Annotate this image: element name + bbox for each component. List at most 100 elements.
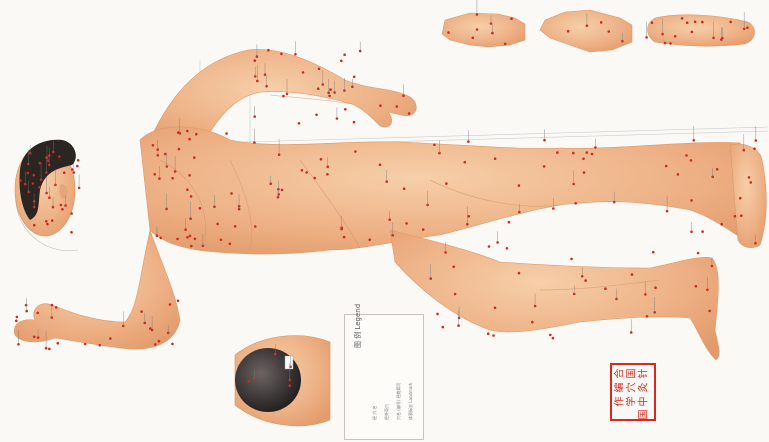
acupoint-dot (190, 245, 193, 248)
acupoint-dot (508, 221, 511, 224)
acupoint-dot (38, 186, 41, 189)
acupoint-dot (353, 121, 356, 124)
acupoint-dot (686, 21, 689, 24)
acupoint-dot (33, 336, 36, 339)
acupoint-dot (164, 153, 167, 156)
acupoint-dot (16, 316, 19, 319)
acupoint-dot (178, 148, 181, 151)
acupoint-dot (549, 334, 552, 337)
acupoint-dot (169, 303, 172, 306)
acupoint-dot (254, 59, 257, 62)
acupoint-dot (326, 173, 329, 176)
acupoint-dot (277, 188, 280, 191)
acupoint-dot (318, 68, 321, 71)
acupoint-dot (494, 307, 497, 310)
acupoint-dot (195, 133, 198, 136)
acupoint-dot (302, 71, 305, 74)
acupoint-dot (422, 228, 425, 231)
acupoint-dot (379, 163, 382, 166)
red-seal-stamp: 合 编 作 国 穴 学 针 灸 中 国 (610, 363, 656, 421)
acupoint-dot (504, 43, 507, 46)
acupoint-dot (77, 159, 80, 162)
acupoint-dot (190, 195, 193, 198)
acupoint-dot (591, 153, 594, 156)
acupoint-dot (188, 138, 191, 141)
acupoint-dot (631, 273, 634, 276)
acupoint-dot (433, 143, 436, 146)
acupoint-dot (492, 334, 495, 337)
acupoint-dot (543, 165, 546, 168)
acupoint-dot (186, 130, 189, 133)
acupoint-dot (194, 238, 197, 241)
acupoint-dot (189, 235, 192, 238)
acupoint-dot (234, 225, 237, 228)
acupoint-dot (343, 236, 346, 239)
acupoint-dot (63, 171, 66, 174)
acupoint-dot (45, 220, 48, 223)
acupoint-dot (510, 17, 513, 20)
acupoint-dot (572, 152, 575, 155)
acupoint-dot (220, 239, 223, 242)
acupoint-dot (36, 312, 39, 315)
acupoint-dot (669, 42, 672, 45)
acupoint-dot (750, 181, 753, 184)
acupoint-dot (574, 202, 577, 205)
acupoint-dot (340, 60, 343, 63)
acupoint-dot (608, 30, 611, 33)
acupoint-dot (405, 222, 408, 225)
acupoint-dot (654, 286, 657, 289)
legend-line-4: 体表标志 Landmark (408, 383, 414, 420)
acupoint-dot (436, 313, 439, 316)
stamp-char-7: 针 (638, 369, 651, 379)
acupoint-dot (468, 215, 471, 218)
acupoint-dot (586, 151, 589, 154)
acupoint-dot (188, 174, 191, 177)
acupoint-dot (734, 215, 737, 218)
stamp-char-8: 灸 (638, 383, 651, 393)
lower-arm (14, 230, 180, 349)
acupoint-dot (665, 165, 668, 168)
stamp-char-10: 国 (638, 410, 651, 420)
acupoint-dot (584, 279, 587, 282)
acupoint-dot (344, 108, 347, 111)
acupoint-dot (282, 95, 285, 98)
acupoint-dot (472, 37, 475, 40)
acupoint-dot (454, 293, 457, 296)
acupoint-dot (685, 154, 688, 157)
acupoint-dot (27, 172, 30, 175)
acupoint-dot (328, 95, 331, 98)
acupoint-dot (98, 344, 101, 347)
acupoint-dot (690, 199, 693, 202)
torso (140, 127, 760, 254)
acupoint-dot (329, 88, 332, 91)
acupoint-dot (149, 327, 152, 330)
acupoint-dot (674, 35, 677, 38)
acupoint-dot (708, 310, 711, 313)
acupoint-dot (506, 247, 509, 250)
acupoint-dot (177, 300, 180, 303)
acupoint-dot (288, 384, 291, 387)
acupoint-dot (313, 177, 316, 180)
acupoint-dot (229, 243, 232, 246)
acupoint-dot (552, 337, 555, 340)
acupoint-dot (447, 31, 450, 34)
acupoint-dot (652, 251, 655, 254)
acupoint-dot (396, 105, 399, 108)
acupoint-dot (76, 165, 79, 168)
acupoint-dot (254, 225, 257, 228)
acupoint-dot (604, 287, 607, 290)
acupoint-dot (55, 306, 58, 309)
acupoint-dot (109, 337, 112, 340)
acupoint-dot (582, 158, 585, 161)
acupoint-dot (408, 112, 411, 115)
acupoint-dot (567, 30, 570, 33)
palm-view-2 (540, 10, 632, 52)
acupoint-dot (340, 228, 343, 231)
acupoint-dot (176, 238, 179, 241)
acupoint-dot (51, 219, 54, 222)
acupoint-dot (403, 187, 406, 190)
acupoint-dot (570, 258, 573, 261)
acupoint-dot (697, 252, 700, 255)
acupoint-dot (518, 272, 521, 275)
